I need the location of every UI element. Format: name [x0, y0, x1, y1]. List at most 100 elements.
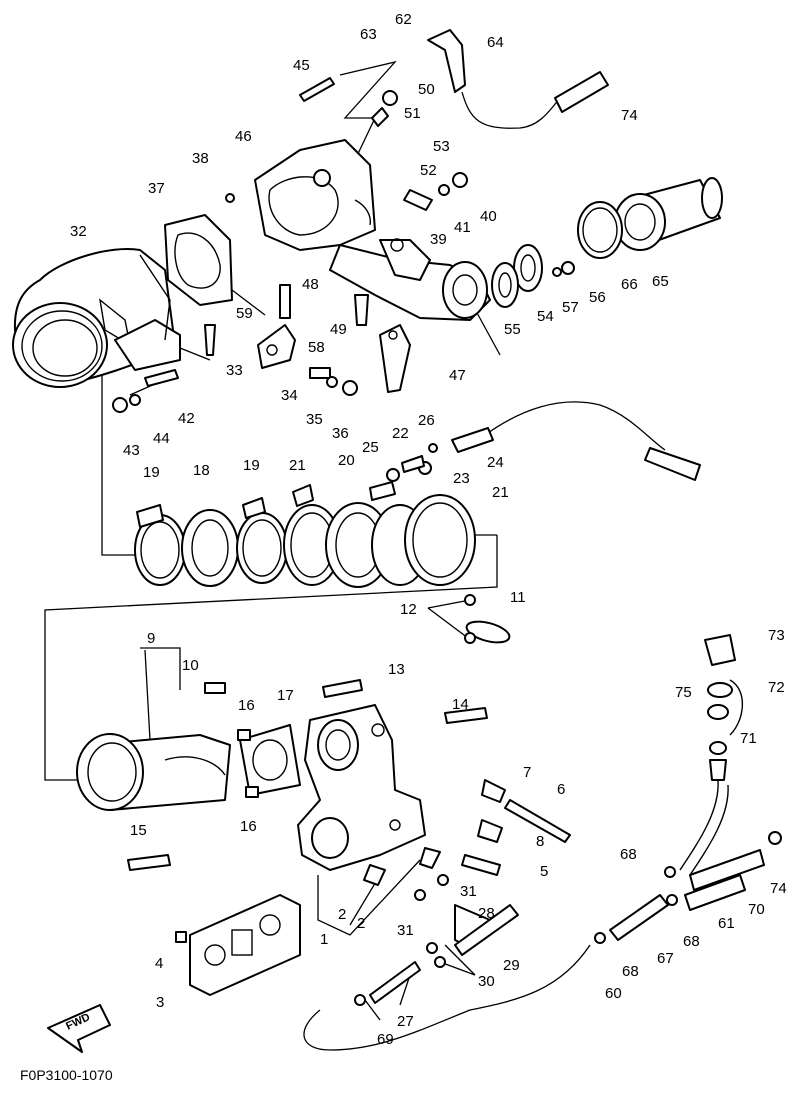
callout-30: 30 — [478, 973, 495, 990]
bracket-47 — [379, 324, 411, 393]
gasket-37 — [164, 214, 233, 306]
callout-54: 54 — [537, 308, 554, 325]
callout-5: 5 — [540, 863, 548, 880]
callout-37: 37 — [148, 180, 165, 197]
callout-23: 23 — [453, 470, 470, 487]
callout-48: 48 — [302, 276, 319, 293]
callout-56: 56 — [589, 289, 606, 306]
bracket-58 — [257, 324, 296, 369]
fasteners-top — [112, 77, 701, 482]
callout-2b: 2 — [357, 915, 365, 932]
callout-26: 26 — [418, 412, 435, 429]
clamp-row — [134, 481, 476, 588]
callout-62: 62 — [395, 11, 412, 28]
clamp-66 — [577, 201, 623, 259]
callout-1: 1 — [320, 931, 328, 948]
callout-33: 33 — [226, 362, 243, 379]
callout-73: 73 — [768, 627, 785, 644]
callout-2a: 2 — [338, 906, 346, 923]
callout-75: 75 — [675, 684, 692, 701]
callout-10: 10 — [182, 657, 199, 674]
exhaust-manifold-46 — [254, 139, 491, 321]
fwd-arrow-icon: FWD — [47, 1004, 111, 1053]
callout-47: 47 — [449, 367, 466, 384]
callout-14: 14 — [452, 696, 469, 713]
callout-58: 58 — [308, 339, 325, 356]
callout-65: 65 — [652, 273, 669, 290]
callout-71: 71 — [740, 730, 757, 747]
callout-32: 32 — [70, 223, 87, 240]
gasket-17 — [239, 724, 301, 796]
callout-53: 53 — [433, 138, 450, 155]
callout-36: 36 — [332, 425, 349, 442]
callout-74b: 74 — [770, 880, 787, 897]
callout-29: 29 — [503, 957, 520, 974]
callout-61: 61 — [718, 915, 735, 932]
callout-68b: 68 — [683, 933, 700, 950]
callout-labels: 1 2 2 3 4 5 6 7 8 9 10 11 12 13 14 15 16… — [70, 11, 787, 1048]
lower-chamber — [76, 733, 231, 811]
callout-52: 52 — [420, 162, 437, 179]
callout-4: 4 — [155, 955, 163, 972]
hose-74-top — [554, 71, 609, 113]
callout-68c: 68 — [622, 963, 639, 980]
callout-35: 35 — [306, 411, 323, 428]
callout-15: 15 — [130, 822, 147, 839]
callout-43: 43 — [123, 442, 140, 459]
callout-24: 24 — [487, 454, 504, 471]
callout-70: 70 — [748, 901, 765, 918]
callout-22: 22 — [392, 425, 409, 442]
callout-66: 66 — [621, 276, 638, 293]
callout-34: 34 — [281, 387, 298, 404]
callout-55: 55 — [504, 321, 521, 338]
callout-45: 45 — [293, 57, 310, 74]
callout-50: 50 — [418, 81, 435, 98]
callout-27: 27 — [397, 1013, 414, 1030]
callout-39: 39 — [430, 231, 447, 248]
callout-46: 46 — [235, 128, 252, 145]
callout-60: 60 — [605, 985, 622, 1002]
callout-69: 69 — [377, 1031, 394, 1048]
callout-42: 42 — [178, 410, 195, 427]
callout-44: 44 — [153, 430, 170, 447]
callout-19b: 19 — [243, 457, 260, 474]
callout-31a: 31 — [397, 922, 414, 939]
callout-59: 59 — [236, 305, 253, 322]
callout-63: 63 — [360, 26, 377, 43]
callout-31b: 31 — [460, 883, 477, 900]
callout-6: 6 — [557, 781, 565, 798]
callout-74a: 74 — [621, 107, 638, 124]
callout-11: 11 — [510, 589, 526, 606]
right-hose-assembly — [594, 634, 782, 944]
manifold-lower — [297, 704, 426, 871]
callout-7: 7 — [523, 764, 531, 781]
callout-49: 49 — [330, 321, 347, 338]
callout-16b: 16 — [240, 818, 257, 835]
callout-8: 8 — [536, 833, 544, 850]
callout-21a: 21 — [289, 457, 306, 474]
callout-51: 51 — [404, 105, 421, 122]
gasket-3 — [189, 894, 301, 996]
pipe-65 — [614, 177, 723, 251]
callout-12: 12 — [400, 601, 417, 618]
callout-13: 13 — [388, 661, 405, 678]
callout-57: 57 — [562, 299, 579, 316]
callout-20: 20 — [338, 452, 355, 469]
callout-38: 38 — [192, 150, 209, 167]
callout-19a: 19 — [143, 464, 160, 481]
callout-40: 40 — [480, 208, 497, 225]
callout-28: 28 — [478, 905, 495, 922]
callout-17: 17 — [277, 687, 294, 704]
callout-16a: 16 — [238, 697, 255, 714]
callout-9: 9 — [147, 630, 155, 647]
callout-68a: 68 — [620, 846, 637, 863]
callout-67: 67 — [657, 950, 674, 967]
callout-72: 72 — [768, 679, 785, 696]
callout-3: 3 — [156, 994, 164, 1011]
callout-18: 18 — [193, 462, 210, 479]
gasket-55 — [491, 262, 519, 308]
figure-code: F0P3100-1070 — [20, 1067, 113, 1083]
fasteners-lower — [127, 594, 571, 1006]
callout-41: 41 — [454, 219, 471, 236]
